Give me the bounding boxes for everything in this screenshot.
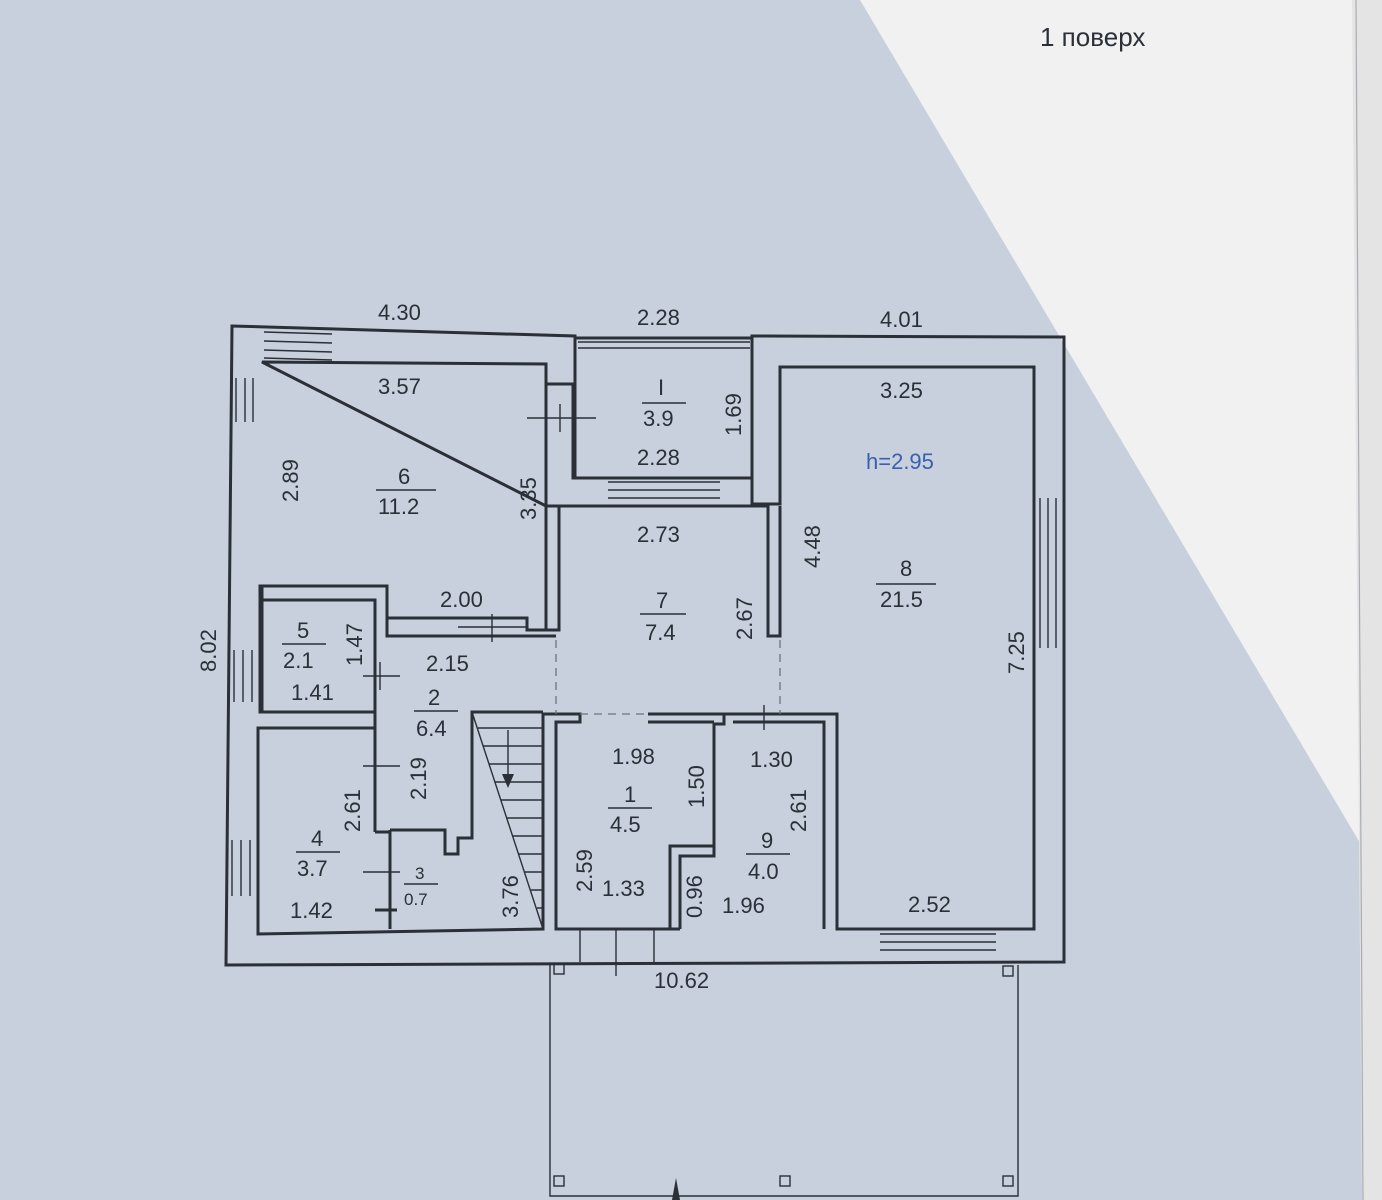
room-area: 0.7 [404,890,428,909]
room-number: 2 [428,685,440,710]
room-area: 11.2 [378,494,419,519]
room-area: 2.1 [283,648,314,673]
fraction-lines [282,402,936,885]
room-number: 5 [297,618,309,643]
dim-r6-top: 3.57 [378,374,421,399]
dim-r8-top: 3.25 [880,378,923,403]
dim-r2-side: 2.19 [406,757,431,800]
room-number: I [658,375,664,400]
room-number: 6 [398,464,410,489]
dim-r8-left: 4.48 [800,525,825,568]
dim-r1-right: 1.50 [684,765,709,808]
openings [555,640,781,715]
dim-r8-bottom: 2.52 [908,892,951,917]
dim-r1-bottom: 1.33 [602,876,645,901]
dim-r1-left: 2.59 [572,849,597,892]
windows [231,331,1057,962]
dim-r5-right: 1.47 [342,623,367,666]
room-number: 3 [415,864,424,883]
dim-r7-top: 2.73 [637,522,680,547]
dim-left-total: 8.02 [196,629,221,672]
door-marks [363,404,765,976]
dim-r6-bottom: 2.00 [440,587,483,612]
dim-r1top-right: 1.69 [721,393,746,436]
room-number: 4 [311,826,323,851]
room-area: 7.4 [645,620,676,645]
room-area: 4.5 [610,812,641,837]
interior-walls [260,338,837,931]
dim-r1-top: 1.98 [612,744,655,769]
room-number: 7 [656,588,668,613]
dim-r4-right: 2.61 [340,789,365,832]
dim-r9-left: 0.96 [682,875,707,918]
room-number: 1 [624,782,636,807]
room-area: 21.5 [880,587,923,612]
dim-right-total: 7.25 [1004,631,1029,674]
dim-r9-top: 1.30 [750,747,793,772]
dim-r1top-bottom: 2.28 [637,445,680,470]
dim-r6-left: 2.89 [278,459,303,502]
dim-r6-right: 3.35 [516,477,541,520]
dim-r2-top: 2.15 [426,651,469,676]
stair [471,711,544,930]
room-number: 9 [761,828,773,853]
height-note: h=2.95 [866,449,934,474]
page-title: 1 поверх [1040,22,1146,52]
dim-top-mid: 2.28 [637,305,680,330]
exterior-wall [224,324,1066,967]
dim-r5-bottom: 1.41 [291,680,334,705]
dim-r7-right: 2.67 [732,597,757,640]
dim-r4-bottom: 1.42 [290,898,333,923]
room-area: 6.4 [416,716,447,741]
dim-bottom-total: 10.62 [654,968,709,993]
terrace [549,963,1019,1200]
room-area: 3.9 [643,406,674,431]
dim-top-left: 4.30 [378,300,421,325]
dim-stair: 3.76 [498,875,523,918]
dim-r9-bottom: 1.96 [722,893,765,918]
dim-top-right: 4.01 [880,307,923,332]
room-area: 3.7 [297,856,328,881]
dim-r9-right: 2.61 [786,789,811,832]
room-number: 8 [900,556,912,581]
room-area: 4.0 [748,859,779,884]
